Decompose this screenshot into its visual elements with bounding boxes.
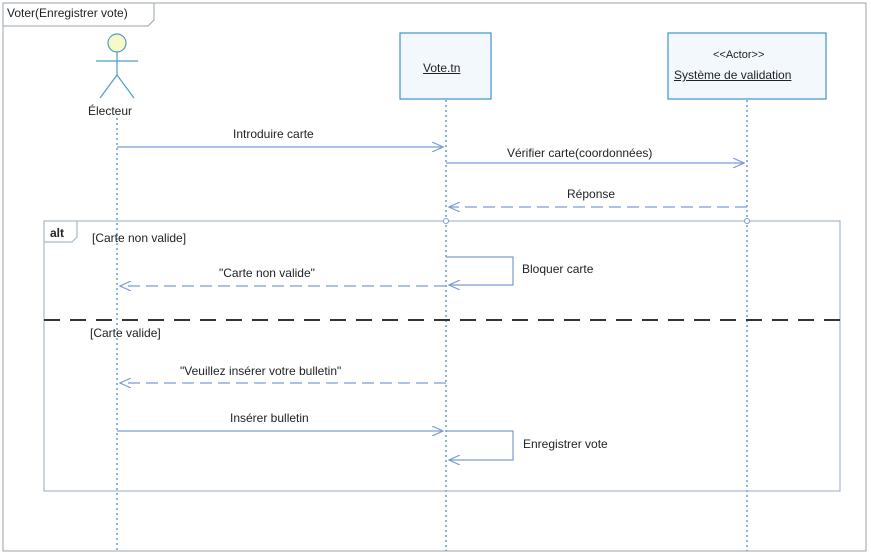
message-label: Vérifier carte(coordonnées) <box>507 146 653 160</box>
lifeline-head-vote-tn <box>399 32 492 100</box>
lifeline-name-systeme-validation: Système de validation <box>674 68 792 82</box>
alt-operator: alt <box>50 226 65 240</box>
actor-icon <box>96 33 138 99</box>
stereotype-actor: <<Actor>> <box>713 49 765 61</box>
message-label: "Veuillez insérer votre bulletin" <box>180 364 342 378</box>
message-label: Enregistrer vote <box>523 437 608 451</box>
message-label: Réponse <box>567 187 616 201</box>
lifeline-name-vote-tn: Vote.tn <box>423 61 461 75</box>
message-label: Bloquer carte <box>522 262 594 276</box>
message-label: Introduire carte <box>233 127 314 141</box>
lifeline-head-systeme-validation <box>667 32 827 100</box>
frame-title-tab <box>3 3 155 27</box>
self-arrow-bloquer-carte <box>446 256 514 285</box>
message-label: Insérer bulletin <box>230 411 309 425</box>
fragment-marker-vote-tn <box>443 218 449 224</box>
message-label: "Carte non valide" <box>219 266 315 280</box>
actor-name: Électeur <box>88 104 133 118</box>
alt-fragment <box>43 220 841 492</box>
self-arrow-enregistrer-vote <box>446 430 514 460</box>
guard-carte-valide: [Carte valide] <box>90 326 161 340</box>
frame-title: Voter(Enregistrer vote) <box>7 6 128 20</box>
alt-operator-tab <box>44 221 78 243</box>
fragment-marker-validation <box>744 218 750 224</box>
guard-carte-non-valide: [Carte non valide] <box>92 231 187 245</box>
